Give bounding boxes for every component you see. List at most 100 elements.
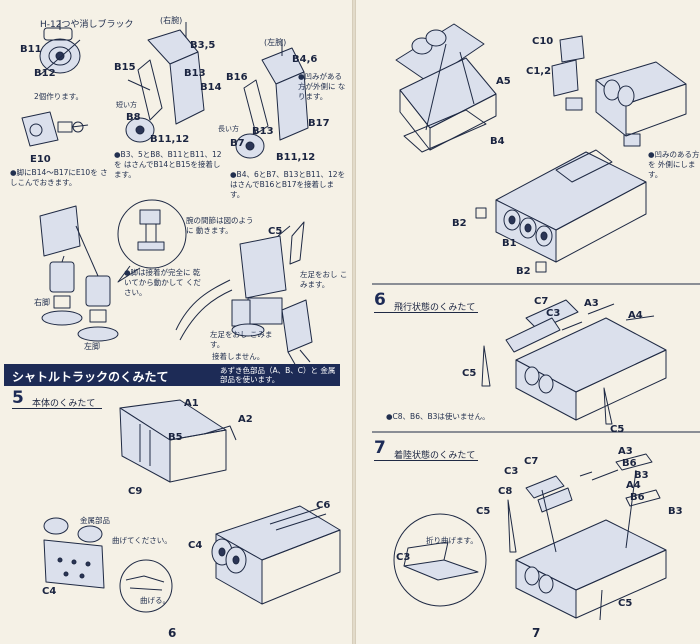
step5-number: 5 (12, 388, 24, 408)
part-label-c3: C3 (546, 308, 561, 319)
leg-columns-drawing (39, 205, 119, 342)
part-label-b4: B4 (490, 136, 505, 147)
part-label-a4: A4 (628, 310, 643, 321)
part-label-b12: B12 (34, 68, 56, 79)
lock-note: 左足をおし こみます。 (210, 330, 273, 349)
part-label-b6-second: B6 (630, 492, 645, 503)
metal-part-drawing (43, 517, 105, 589)
part-label-b6: B6 (622, 458, 637, 469)
e10-drawing (21, 111, 89, 147)
landing-mode-drawing (507, 453, 667, 621)
part-label-e10: E10 (30, 154, 51, 165)
short-side-label-right: 短い方 (116, 101, 137, 109)
part-label-c12: C1,2 (526, 66, 552, 77)
part-label-c5-landing-bottom: C5 (618, 598, 633, 609)
part-label-c7: C7 (534, 296, 549, 307)
part-label-b11: B11 (20, 44, 42, 55)
left-leg-label: 左脚 (84, 342, 100, 351)
long-side-label-left: 長い方 (218, 125, 239, 133)
step6-title: 飛行状態のくみたて (394, 303, 476, 313)
flight-mode-drawing (481, 299, 667, 425)
left-arm-drawing (235, 40, 309, 159)
part-label-a3-landing: A3 (618, 446, 633, 457)
right-arm-drawing (125, 22, 205, 143)
part-label-b3-second: B3 (668, 506, 683, 517)
part-label-c3-detail: C3 (396, 552, 411, 563)
glue-note: 接着しません。 (212, 352, 265, 361)
part-label-b2: B2 (452, 218, 467, 229)
part-label-c4: C4 (188, 540, 203, 551)
bend-detail-drawing (119, 559, 173, 613)
concave-note-right: ●凹みのある方を 外側にします。 (648, 150, 700, 179)
part-label-c5-landing: C5 (476, 506, 491, 517)
banner-title: シャトルトラックのくみたて (12, 370, 169, 384)
c10-part-drawing (551, 35, 641, 147)
part-label-a5: A5 (496, 76, 511, 87)
bend-note: 曲げてください。 (112, 536, 172, 545)
part-label-c8: C8 (498, 486, 513, 497)
step6-note: ●C8、B6、B3は使いません。 (386, 412, 490, 421)
part-label-a4-landing: A4 (626, 480, 641, 491)
fold-detail-drawing (393, 513, 487, 607)
part-label-b7: B7 (230, 138, 245, 149)
wheel-assembly-drawing (39, 20, 81, 76)
bend-short-note: 曲げる。 (140, 596, 170, 605)
part-label-c5: C5 (462, 368, 477, 379)
joint-shape-note: 腕の間節は図のように 動きます。 (186, 216, 254, 235)
section-banner: シャトルトラックのくみたて あずき色部品（A、B、C）と 金属部品を使います。 (4, 364, 340, 386)
part-label-c3-landing: C3 (504, 466, 519, 477)
part-label-b3: B3 (634, 470, 649, 481)
step5-underline (12, 408, 102, 409)
left-arm-note: ●B4、6とB7、B13とB11、12を はさんでB16とB17を接着します。 (230, 170, 346, 199)
part-label-b2-bottom: B2 (516, 266, 531, 277)
leg-dry-note: ●脚は接着が完全に 乾いてから動かして ください。 (124, 268, 201, 297)
left-page-illustrations (21, 20, 341, 613)
part-label-b35: B3,5 (190, 40, 216, 51)
part-label-c10: C10 (532, 36, 554, 47)
part-label-b17: B17 (308, 118, 330, 129)
fold-note: 折り曲げます。 (426, 536, 478, 545)
left-page: H-12つや消しブラック B11 B12 2個作ります。 E10 ●脚にB14〜… (4, 16, 348, 640)
step5-hull-drawing (119, 399, 237, 483)
right-arm-note: ●B3、5とB8、B11とB11、12を はさんでB14とB15を接着します。 (114, 150, 222, 179)
part-label-b8: B8 (126, 112, 141, 123)
paint-note: H-12つや消しブラック (40, 20, 134, 30)
step6-number: 6 (374, 290, 386, 310)
step6-underline (374, 312, 478, 313)
right-arm-heading: (右腕) (160, 16, 183, 25)
step5-body-drawing (211, 505, 341, 605)
part-label-b1112-left: B11,12 (276, 152, 316, 163)
joint-detail-drawing (117, 199, 187, 283)
right-page-illustrations (372, 23, 700, 621)
page-gutter (352, 0, 356, 644)
part-label-b13-left: B13 (252, 126, 274, 137)
step7-underline (374, 460, 478, 461)
page-number-right: 7 (532, 626, 541, 640)
part-label-c9: C9 (128, 486, 143, 497)
step5-title: 本体のくみたて (32, 399, 96, 409)
robot-figure-drawing (175, 221, 313, 367)
part-label-b14: B14 (200, 82, 222, 93)
part-label-c5: C5 (268, 226, 283, 237)
banner-note: あずき色部品（A、B、C）と 金属部品を使います。 (220, 366, 336, 384)
step7-number: 7 (374, 438, 386, 458)
cockpit-unit-drawing (595, 61, 687, 137)
left-arm-heading: (左腕) (264, 38, 287, 47)
part-label-c7-landing: C7 (524, 456, 539, 467)
part-label-b46: B4,6 (292, 54, 318, 65)
part-label-c4-left: C4 (42, 586, 57, 597)
part-label-a3: A3 (584, 298, 599, 309)
part-label-b5: B5 (168, 432, 183, 443)
page-number-left: 6 (168, 626, 177, 640)
part-label-b13: B13 (184, 68, 206, 79)
step7-title: 着陸状態のくみたて (394, 451, 476, 461)
main-hull-drawing (475, 149, 647, 273)
right-leg-label: 右脚 (34, 298, 50, 307)
part-label-b1112: B11,12 (150, 134, 190, 145)
part-label-c6: C6 (316, 500, 331, 511)
a5-canopy-drawing (395, 23, 497, 153)
make-two-note: 2個作ります。 (34, 92, 84, 101)
insert-note: ●脚にB14〜B17にE10を さしこんでおきます。 (10, 168, 108, 187)
part-label-b16: B16 (226, 72, 248, 83)
concave-note-left: ●凹みがある 方が外側に なります。 (298, 72, 346, 101)
